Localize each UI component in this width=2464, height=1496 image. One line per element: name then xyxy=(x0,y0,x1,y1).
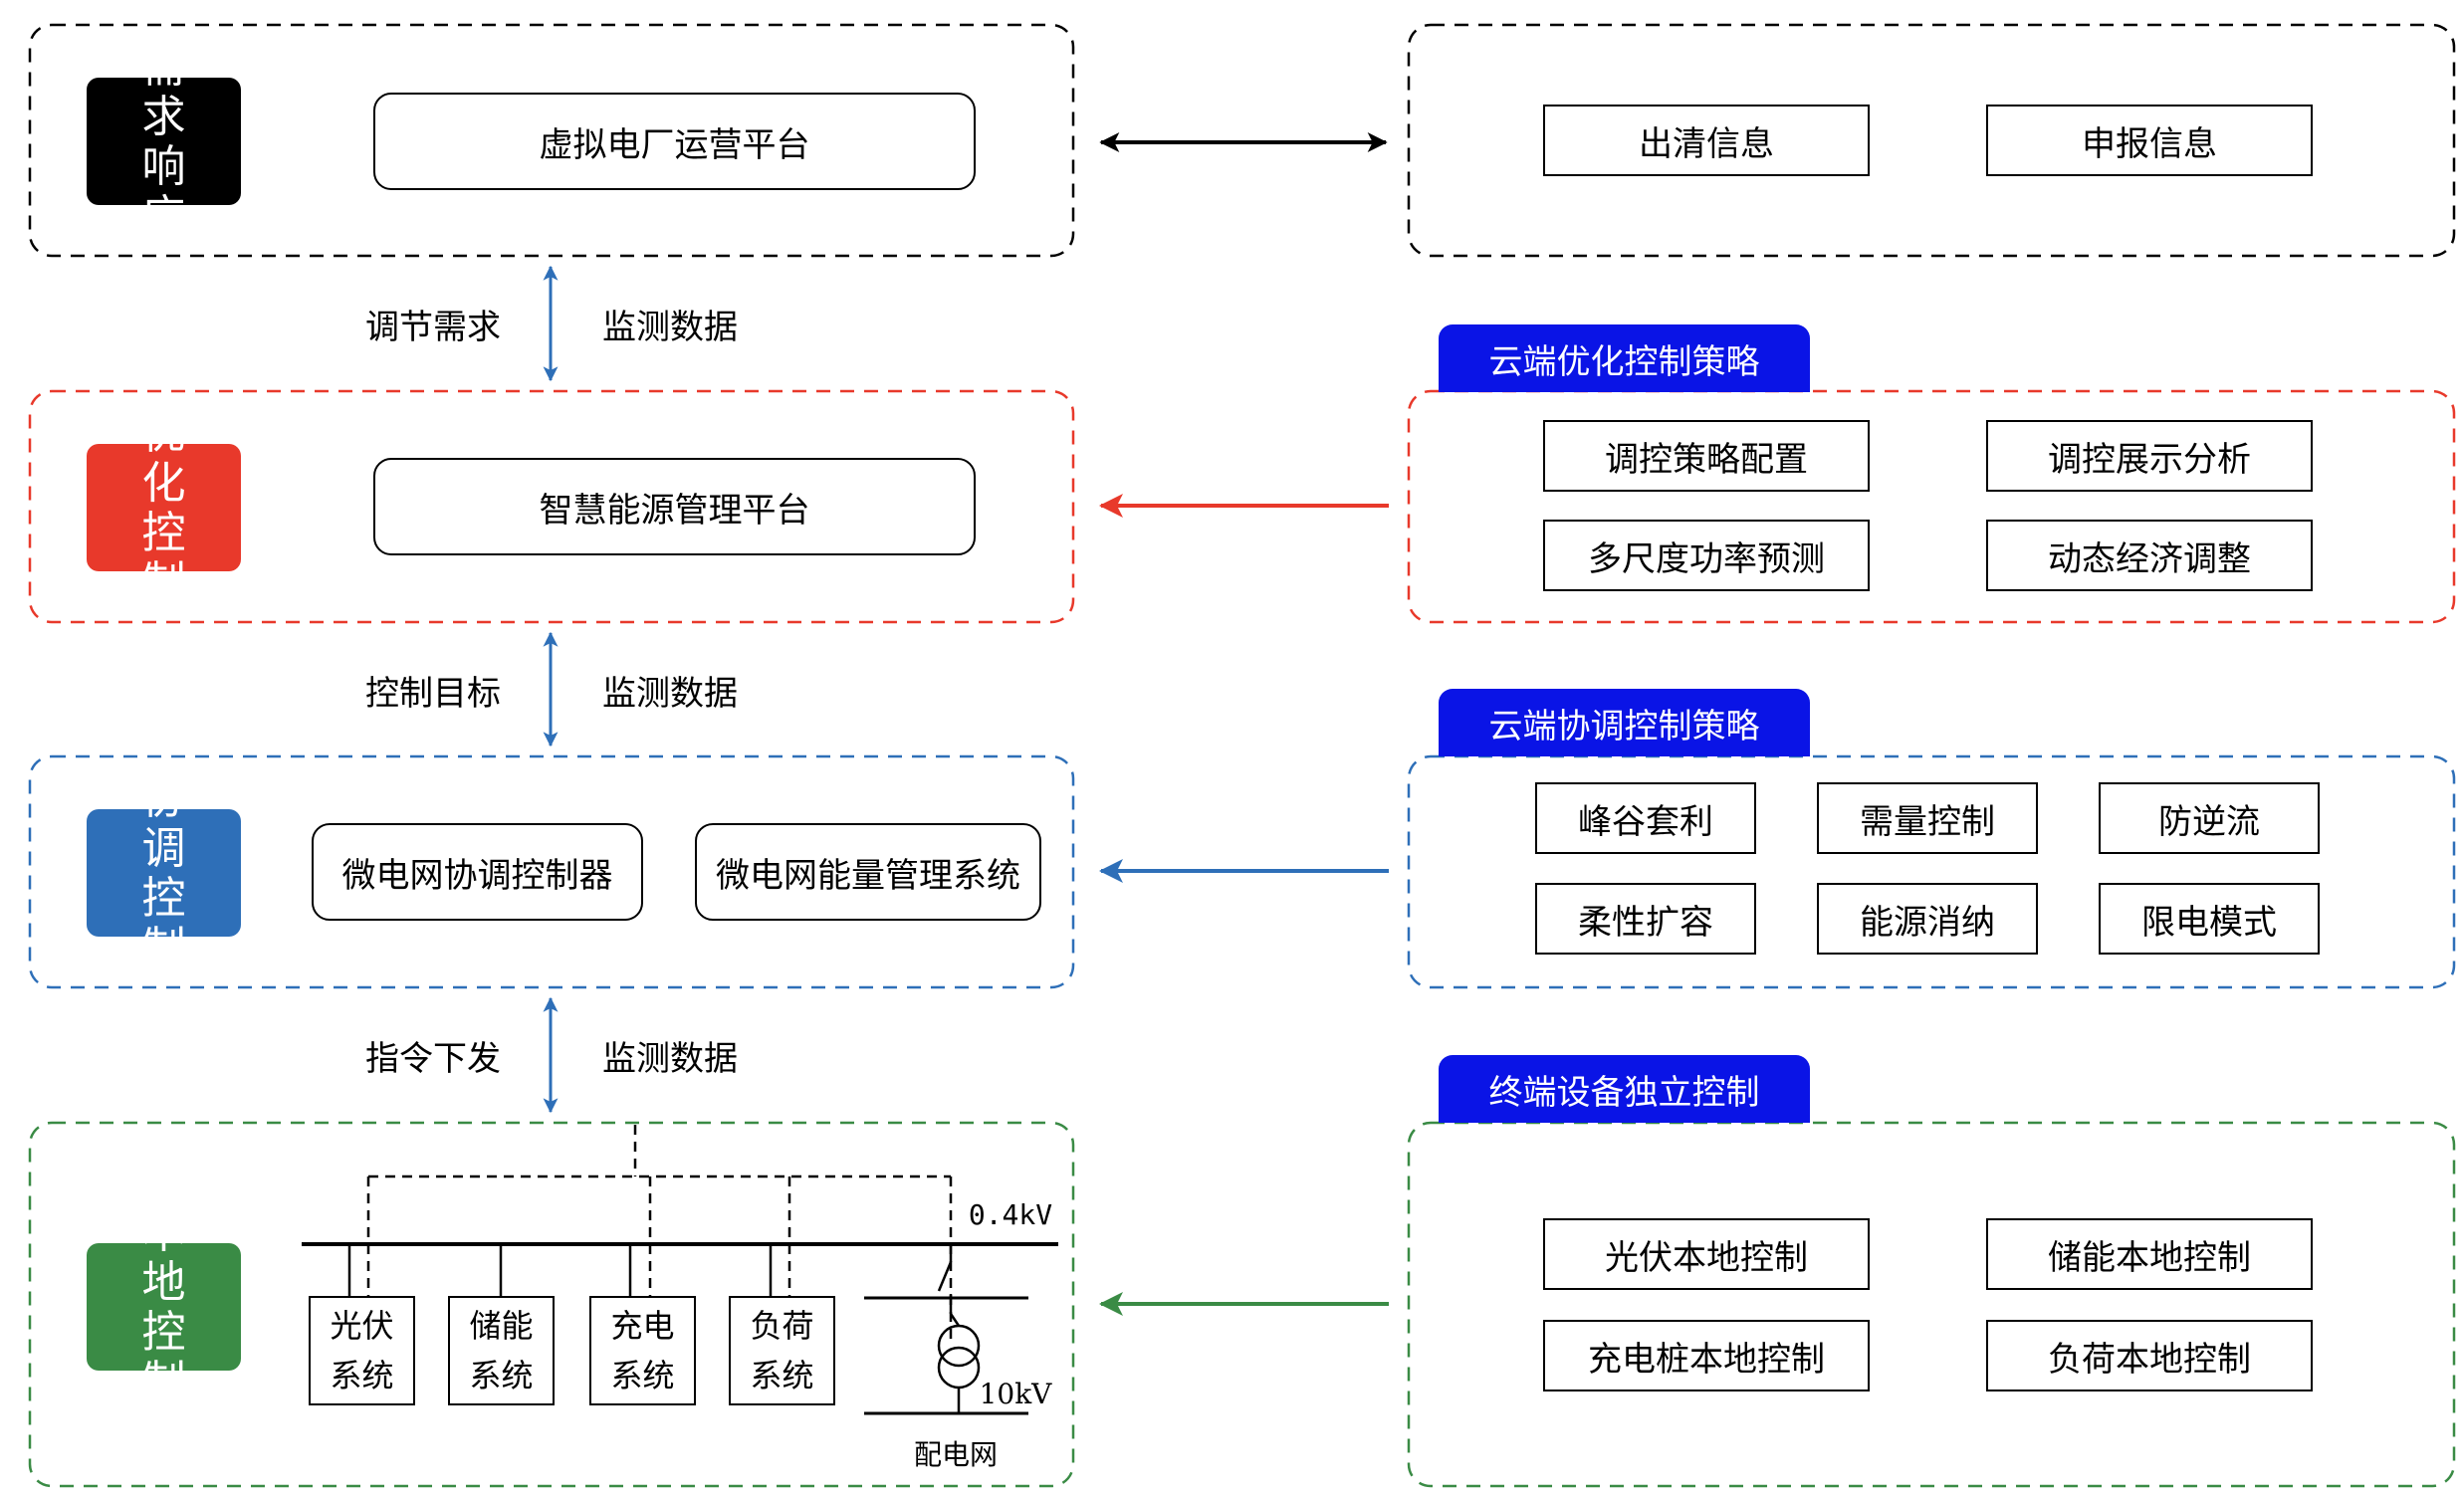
cloud-opt-container xyxy=(1407,389,2456,624)
cloud-coord-container xyxy=(1407,754,2456,989)
flex-expansion-box: 柔性扩容 xyxy=(1535,883,1756,955)
link1-left-label: 调节需求 xyxy=(365,307,501,347)
load-system-label: 负荷系统 xyxy=(750,1307,814,1394)
storage-local-label: 储能本地控制 xyxy=(2048,1237,2251,1278)
load-system-box: 负荷系统 xyxy=(729,1296,835,1405)
pv-local-box: 光伏本地控制 xyxy=(1543,1218,1870,1290)
microgrid-ems-box: 微电网能量管理系统 xyxy=(695,823,1041,921)
pv-system-box: 光伏系统 xyxy=(309,1296,415,1405)
peak-valley-label: 峰谷套利 xyxy=(1578,801,1713,842)
pv-system-label: 光伏系统 xyxy=(330,1307,394,1394)
cloud-opt-title: 云端优化控制策略 xyxy=(1488,341,1760,382)
anti-reverse-box: 防逆流 xyxy=(2099,782,2320,854)
terminal-tab: 终端设备独立控制 xyxy=(1439,1055,1810,1123)
declaration-info-label: 申报信息 xyxy=(2082,123,2217,164)
demand-badge-label: 需求响应 xyxy=(141,42,186,242)
grid-label: 配电网 xyxy=(913,1438,998,1471)
link1-right-label: 监测数据 xyxy=(602,307,738,347)
smart-energy-platform-label: 智慧能源管理平台 xyxy=(539,490,810,531)
coord-badge-label: 协调控制 xyxy=(141,773,186,973)
optimize-badge: 优化控制 xyxy=(87,409,241,608)
economic-adjust-box: 动态经济调整 xyxy=(1986,520,2313,591)
economic-adjust-label: 动态经济调整 xyxy=(2048,538,2251,579)
link3-right-label: 监测数据 xyxy=(602,1038,738,1079)
local-badge-label: 本地控制 xyxy=(141,1207,186,1407)
flex-expansion-label: 柔性扩容 xyxy=(1578,902,1713,943)
link2-right-label: 监测数据 xyxy=(602,673,738,714)
transformer-bottom xyxy=(937,1346,981,1389)
declaration-info-box: 申报信息 xyxy=(1986,105,2313,176)
regulation-config-box: 调控策略配置 xyxy=(1543,420,1870,492)
transformer-top xyxy=(937,1324,981,1368)
charge-system-box: 充电系统 xyxy=(589,1296,696,1405)
demand-container xyxy=(28,23,1075,258)
clearing-info-box: 出清信息 xyxy=(1543,105,1870,176)
terminal-container xyxy=(1407,1121,2456,1488)
market-container xyxy=(1407,23,2456,258)
link3-left-label: 指令下发 xyxy=(365,1038,501,1079)
clearing-info-label: 出清信息 xyxy=(1639,123,1774,164)
vpp-platform-label: 虚拟电厂运营平台 xyxy=(539,124,810,165)
local-container xyxy=(28,1121,1075,1488)
local-wiring xyxy=(302,1125,1058,1415)
regulation-config-label: 调控策略配置 xyxy=(1605,439,1808,480)
regulation-analysis-box: 调控展示分析 xyxy=(1986,420,2313,492)
regulation-analysis-label: 调控展示分析 xyxy=(2048,439,2251,480)
optimize-container xyxy=(28,389,1075,624)
energy-consumption-label: 能源消纳 xyxy=(1860,902,1995,943)
cloud-opt-tab: 云端优化控制策略 xyxy=(1439,324,1810,392)
microgrid-controller-box: 微电网协调控制器 xyxy=(312,823,643,921)
demand-control-box: 需量控制 xyxy=(1817,782,2038,854)
link2-left-label: 控制目标 xyxy=(365,673,501,714)
storage-system-label: 储能系统 xyxy=(469,1307,534,1394)
cloud-coord-tab: 云端协调控制策略 xyxy=(1439,689,1810,756)
load-local-label: 负荷本地控制 xyxy=(2048,1339,2251,1380)
power-limit-box: 限电模式 xyxy=(2099,883,2320,955)
power-limit-label: 限电模式 xyxy=(2141,902,2277,943)
voltage-04kv-label: 0.4kV xyxy=(968,1197,1053,1231)
cloud-coord-title: 云端协调控制策略 xyxy=(1488,706,1760,747)
local-badge: 本地控制 xyxy=(87,1208,241,1407)
pv-local-label: 光伏本地控制 xyxy=(1605,1237,1808,1278)
microgrid-ems-label: 微电网能量管理系统 xyxy=(716,855,1020,896)
charger-local-box: 充电桩本地控制 xyxy=(1543,1320,1870,1391)
power-forecast-label: 多尺度功率预测 xyxy=(1588,538,1825,579)
load-local-box: 负荷本地控制 xyxy=(1986,1320,2313,1391)
coord-container xyxy=(28,754,1075,989)
vpp-platform-box: 虚拟电厂运营平台 xyxy=(373,93,976,190)
anti-reverse-label: 防逆流 xyxy=(2158,801,2260,842)
charger-local-label: 充电桩本地控制 xyxy=(1588,1339,1825,1380)
energy-consumption-box: 能源消纳 xyxy=(1817,883,2038,955)
peak-valley-box: 峰谷套利 xyxy=(1535,782,1756,854)
storage-local-box: 储能本地控制 xyxy=(1986,1218,2313,1290)
charge-system-label: 充电系统 xyxy=(610,1307,675,1394)
coord-badge: 协调控制 xyxy=(87,774,241,973)
power-forecast-box: 多尺度功率预测 xyxy=(1543,520,1870,591)
storage-system-box: 储能系统 xyxy=(448,1296,555,1405)
terminal-title: 终端设备独立控制 xyxy=(1488,1072,1760,1113)
grid-switch xyxy=(937,1261,953,1292)
tx-top-link xyxy=(949,1313,961,1327)
microgrid-controller-label: 微电网协调控制器 xyxy=(341,855,613,896)
optimize-badge-label: 优化控制 xyxy=(141,408,186,608)
voltage-10kv-label: 10kV xyxy=(979,1377,1052,1410)
smart-energy-platform-box: 智慧能源管理平台 xyxy=(373,458,976,555)
demand-control-label: 需量控制 xyxy=(1860,801,1995,842)
demand-badge: 需求响应 xyxy=(87,43,241,242)
